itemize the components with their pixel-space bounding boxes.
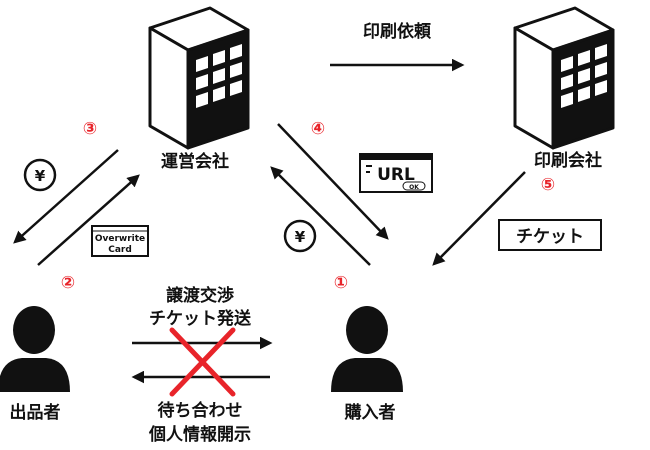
svg-text:OK: OK [409, 184, 419, 191]
seller-person-icon [0, 306, 70, 392]
prohibited-top-line1: 譲渡交渉 [166, 285, 234, 306]
svg-text:Overwrite: Overwrite [95, 234, 145, 244]
step-2-marker: ② [61, 273, 75, 293]
svg-text:¥: ¥ [35, 167, 46, 185]
printer-label: 印刷会社 [534, 150, 602, 171]
seller-label: 出品者 [10, 402, 61, 423]
step-4-marker: ④ [311, 119, 325, 139]
url-ticket-icon: URL OK [359, 153, 433, 193]
yen-coin-icon: ¥ [283, 219, 317, 253]
buyer-person-icon [331, 306, 403, 392]
ticket-box: チケット [498, 219, 602, 251]
listing-arrow [37, 174, 140, 266]
print-request-label: 印刷依頼 [363, 21, 432, 42]
cross-mark-icon [169, 327, 236, 397]
step-3-marker: ③ [83, 119, 97, 139]
operator-label: 運営会社 [161, 151, 229, 172]
step-1-marker: ① [334, 273, 348, 293]
svg-text:URL: URL [377, 165, 415, 185]
overwrite-card-icon: Overwrite Card [91, 225, 149, 257]
payment-arrow [270, 166, 371, 266]
step-5-marker: ⑤ [541, 175, 555, 195]
operator-building-icon [148, 6, 250, 150]
prohibited-bottom-line1: 待ち合わせ [158, 400, 243, 421]
printer-building-icon [513, 6, 615, 150]
yen-coin-icon: ¥ [23, 158, 57, 192]
ticket-url-arrow [277, 123, 389, 240]
svg-text:Card: Card [108, 245, 132, 255]
prohibited-bottom-line2: 個人情報開示 [148, 424, 251, 445]
svg-text:¥: ¥ [295, 228, 306, 246]
buyer-label: 購入者 [345, 402, 396, 423]
prohibited-top-line2: チケット発送 [149, 308, 252, 329]
ticket-label: チケット [516, 227, 584, 247]
payout-arrow [13, 149, 119, 244]
ticket-shipping-arrow [432, 171, 526, 266]
